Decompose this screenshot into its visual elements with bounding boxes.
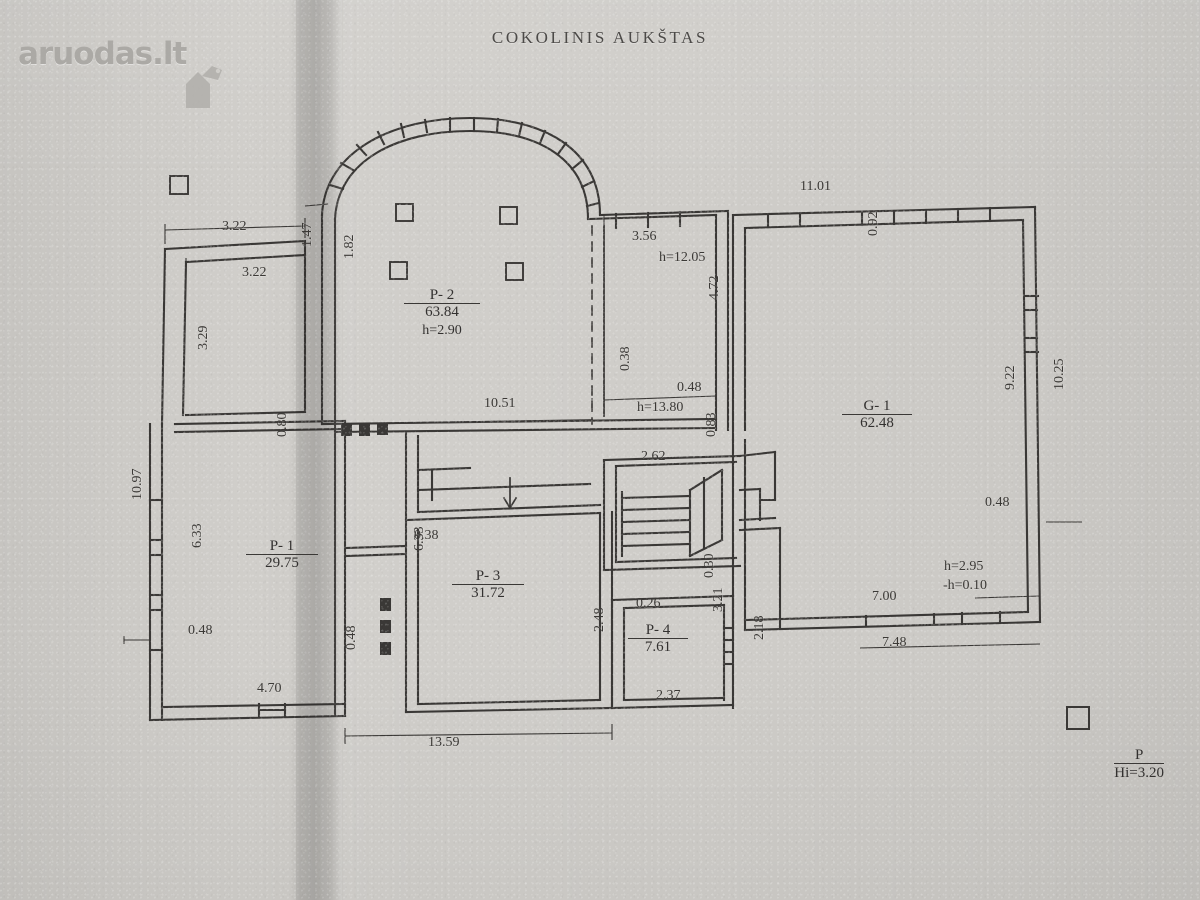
room-area: 63.84 <box>404 303 480 321</box>
aruodas-watermark: aruodas.lt <box>18 36 222 108</box>
room-area: 29.75 <box>246 554 318 572</box>
room-code: P- 1 <box>269 538 295 554</box>
dimension-label: 6.33 <box>412 526 427 552</box>
dimension-label: 7.00 <box>872 589 897 604</box>
room-area: 62.48 <box>842 414 912 432</box>
room-code: P- 4 <box>645 622 671 638</box>
dimension-label: 0.48 <box>985 495 1010 510</box>
room-area: 7.61 <box>628 638 688 656</box>
dimension-label: 0.26 <box>636 596 661 611</box>
dimension-label: 0.83 <box>704 412 719 438</box>
room-label-g1: G- 1 62.48 <box>842 398 912 432</box>
dimension-label: 10.97 <box>130 468 145 501</box>
height-annotation: h=2.95 <box>944 559 984 574</box>
dimension-label: 3.22 <box>222 219 247 234</box>
dimension-label: 0.48 <box>188 623 213 638</box>
room-height: h=2.90 <box>422 322 462 338</box>
legend-symbol-box <box>1066 706 1090 730</box>
room-label-p1: P- 1 29.75 <box>246 538 318 572</box>
dimension-label: 0.48 <box>677 380 702 395</box>
dimension-label: 2.18 <box>752 615 767 641</box>
room-label-p4: P- 4 7.61 <box>628 622 688 656</box>
height-annotation: h=13.80 <box>637 400 684 415</box>
legend-symbol: P <box>1134 746 1144 763</box>
room-area: 31.72 <box>452 584 524 602</box>
dimension-label: 9.22 <box>1003 365 1018 391</box>
dimension-label: 6.33 <box>190 523 205 549</box>
dimension-label: 1.82 <box>342 234 357 260</box>
dimension-label: 0.38 <box>414 528 439 543</box>
room-code: P- 2 <box>429 287 455 303</box>
watermark-suffix: .lt <box>152 36 187 72</box>
legend: P Hi=3.20 <box>1114 747 1164 783</box>
height-annotation: -h=0.10 <box>943 578 988 593</box>
dimension-label: 0.80 <box>275 412 290 438</box>
dimension-label: 3.56 <box>632 229 657 244</box>
room-label-p2: P- 2 63.84 h=2.90 <box>404 287 480 339</box>
dimension-label: 2.37 <box>656 688 681 703</box>
dimension-label: 2.62 <box>641 449 666 464</box>
dimension-label: 4.70 <box>257 681 282 696</box>
room-label-p3: P- 3 31.72 <box>452 568 524 602</box>
dimension-label: 0.92 <box>866 211 881 237</box>
dimension-label: 3.29 <box>196 325 211 351</box>
house-tag-icon <box>186 66 222 108</box>
dimension-label: 3.22 <box>242 265 267 280</box>
dimension-label: 0.48 <box>344 625 359 651</box>
dimension-label: 4.72 <box>707 275 722 301</box>
dimension-label: 13.59 <box>428 735 460 750</box>
room-code: P- 3 <box>475 568 501 584</box>
dimension-label: 0.38 <box>618 346 633 372</box>
watermark-text: aruodas <box>18 36 153 72</box>
dimension-label: 10.25 <box>1052 358 1067 391</box>
dimension-label: 1.47 <box>300 222 315 248</box>
dimension-label: 11.01 <box>800 179 831 194</box>
height-annotation: h=12.05 <box>659 250 706 265</box>
dimension-label: 7.48 <box>882 635 907 650</box>
dimension-label: 3.21 <box>711 587 726 613</box>
dimension-label: 10.51 <box>484 396 516 411</box>
dimension-label: 2.48 <box>592 607 607 633</box>
dimension-label: 0.30 <box>702 553 717 579</box>
page-title: COKOLINIS AUKŠTAS <box>491 28 709 47</box>
legend-value: Hi=3.20 <box>1114 763 1164 781</box>
room-code: G- 1 <box>863 398 891 414</box>
